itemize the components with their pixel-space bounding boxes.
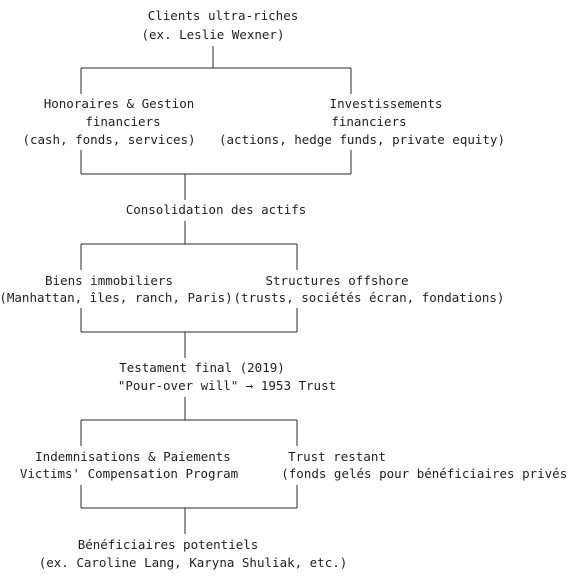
clients-title: Clients ultra-riches <box>148 8 299 23</box>
merge-connector-2 <box>80 308 298 358</box>
invest-title-2: financiers <box>331 114 406 129</box>
realestate-detail: (Manhattan, îles, ranch, Paris) <box>0 290 233 305</box>
fees-title-2: financiers <box>85 114 160 129</box>
remaining-title: Trust restant <box>288 449 386 464</box>
offshore-title: Structures offshore <box>266 273 409 288</box>
offshore-detail: (trusts, sociétés écran, fondations) <box>234 290 505 305</box>
split-connector-2 <box>80 221 298 270</box>
clients-example: (ex. Leslie Wexner) <box>142 27 285 42</box>
split-connector-3 <box>80 397 298 446</box>
invest-detail: (actions, hedge funds, private equity) <box>219 132 505 147</box>
merge-connector-1 <box>80 150 352 200</box>
will-detail: "Pour-over will" → 1953 Trust <box>118 378 336 393</box>
fees-title: Honoraires & Gestion <box>44 96 195 111</box>
merge-connector-3 <box>80 485 298 534</box>
will-title: Testament final (2019) <box>119 360 285 375</box>
compensation-title: Indemnisations & Paiements <box>35 449 231 464</box>
compensation-detail: Victims' Compensation Program <box>20 466 238 481</box>
beneficiaries-title: Bénéficiaires potentiels <box>78 537 259 552</box>
split-connector-1 <box>80 46 352 94</box>
realestate-title: Biens immobiliers <box>45 273 173 288</box>
beneficiaries-detail: (ex. Caroline Lang, Karyna Shuliak, etc.… <box>39 555 348 570</box>
invest-title: Investissements <box>330 96 443 111</box>
fees-detail: (cash, fonds, services) <box>22 132 195 147</box>
remaining-detail: (fonds gelés pour bénéficiaires privés) <box>281 466 568 481</box>
consolidation-label: Consolidation des actifs <box>126 202 307 217</box>
